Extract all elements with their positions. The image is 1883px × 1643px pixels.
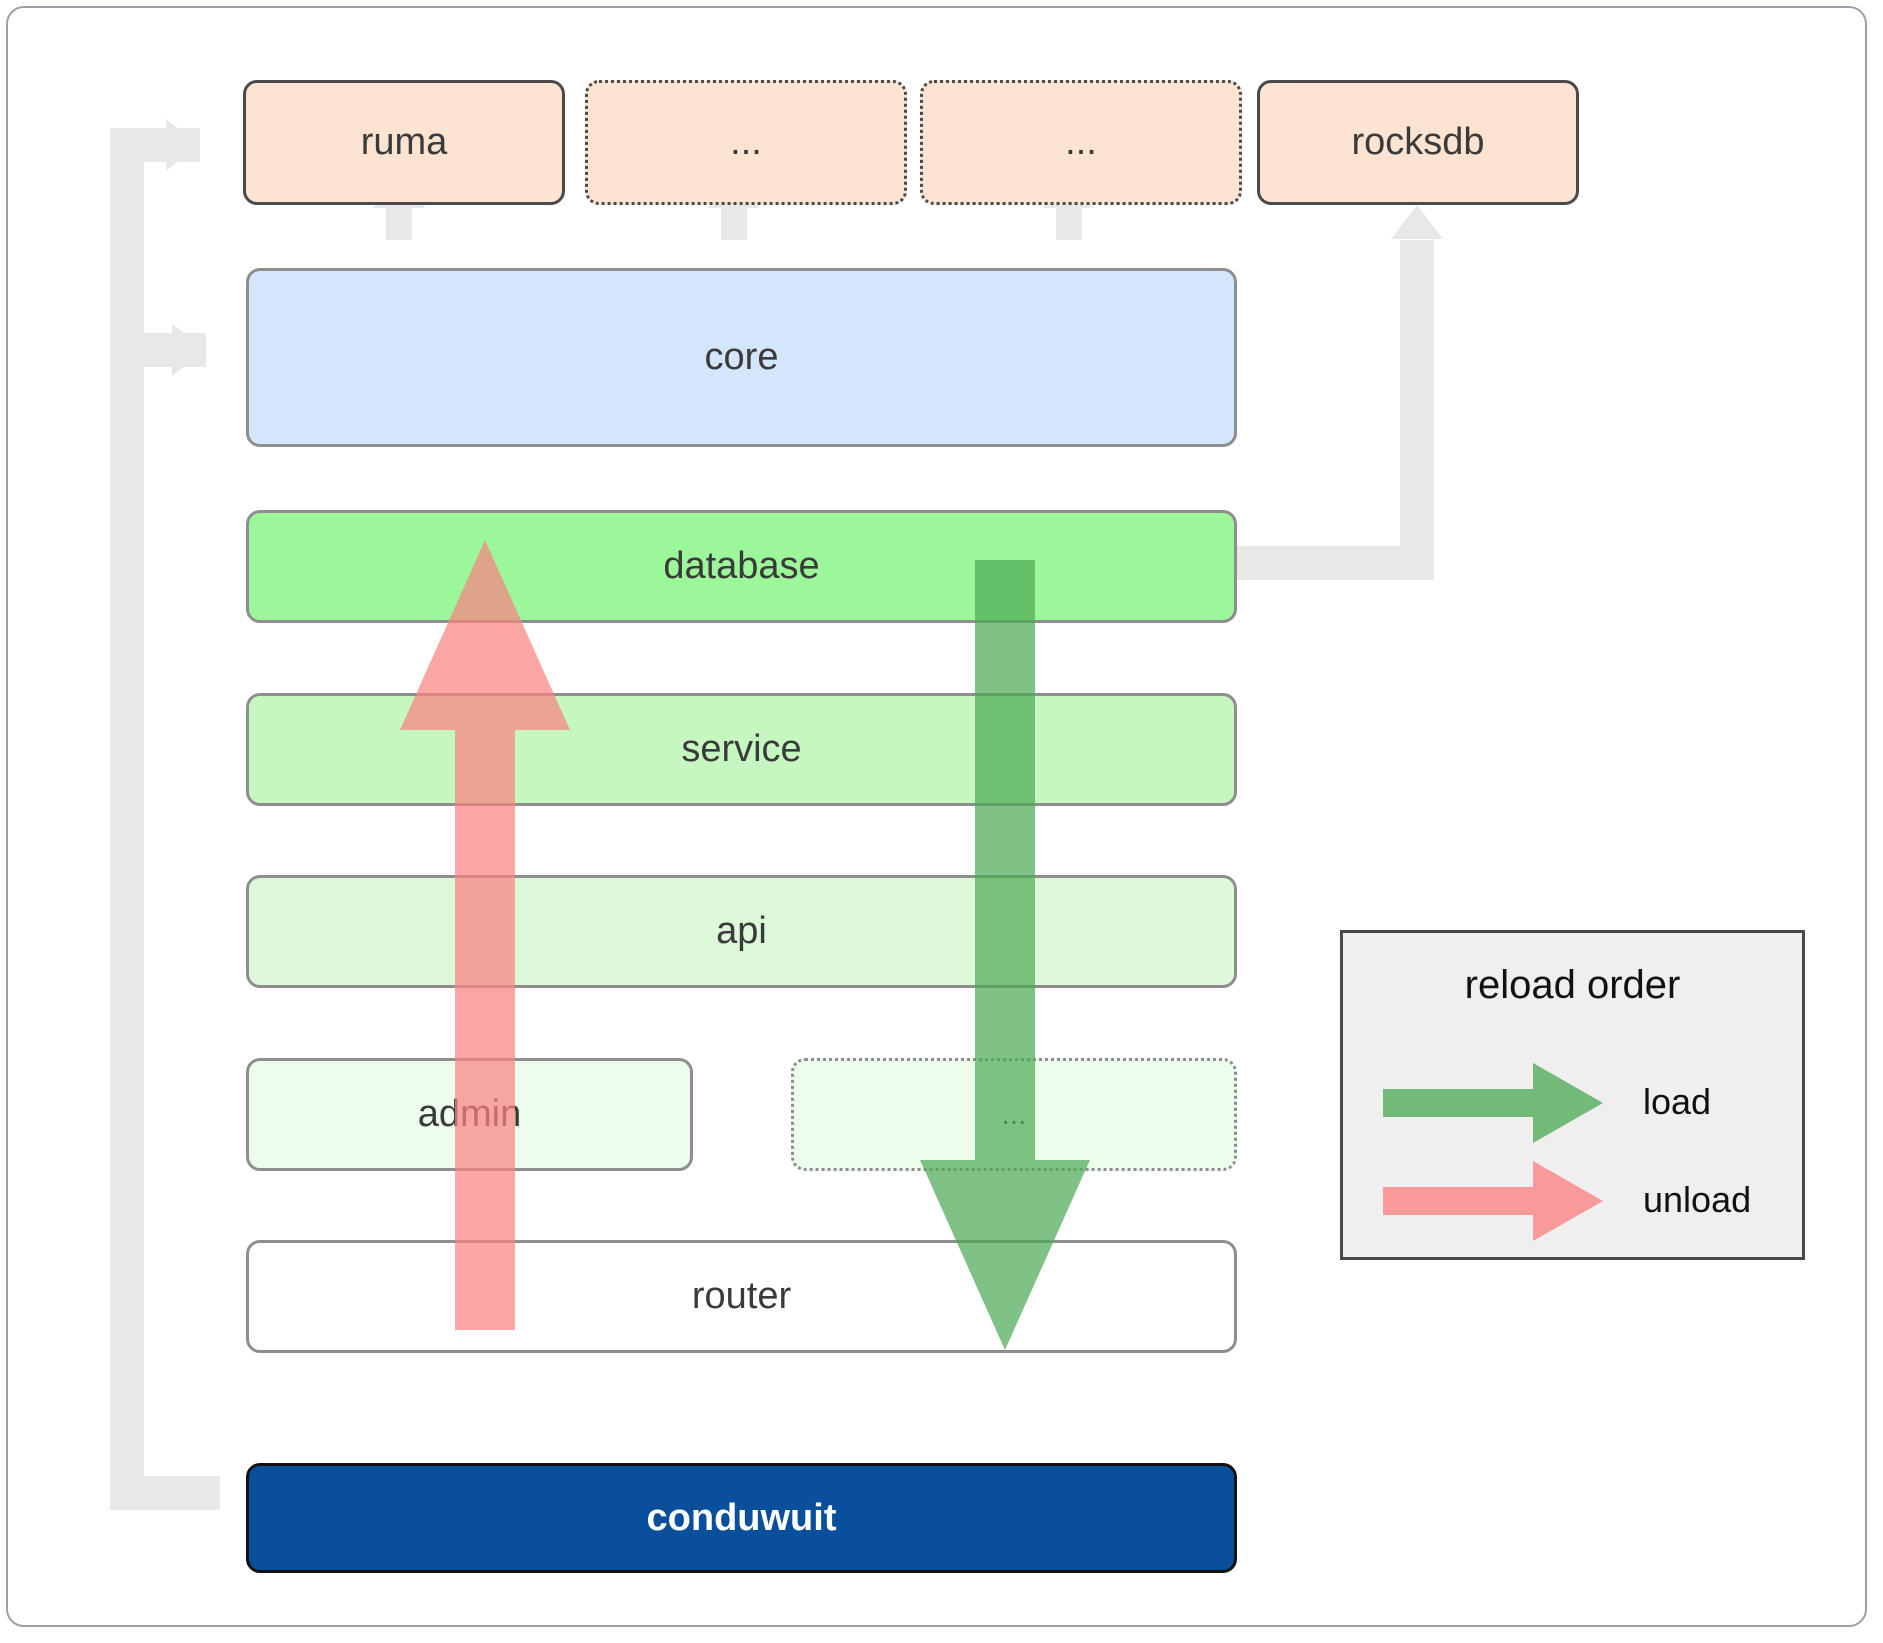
legend-title: reload order: [1464, 963, 1681, 1007]
rail-core-to-dots1: [721, 205, 747, 240]
core-box[interactable]: core: [246, 268, 1237, 447]
rail-arrowhead-core: [172, 324, 206, 376]
layer-label-service: service: [681, 728, 802, 770]
layer-label-api: api: [716, 910, 767, 952]
binary-label-conduwuit: conduwuit: [646, 1496, 837, 1539]
unload-flow-arrow: [400, 540, 570, 1330]
rail-arrowhead-ruma: [166, 119, 200, 171]
rail-database-to-rocksdb-horizontal: [1222, 546, 1417, 580]
legend-unload-arrow-icon: [1383, 1161, 1603, 1241]
legend-label-load: load: [1643, 1081, 1712, 1122]
binary-box-conduwuit[interactable]: conduwuit: [246, 1463, 1237, 1573]
dependency-label-ellipsis-1: ...: [730, 121, 762, 163]
dependency-label-rocksdb: rocksdb: [1351, 121, 1485, 163]
rail-spine-bottom: [110, 1476, 220, 1510]
rail-database-to-rocksdb-vertical: [1400, 240, 1434, 580]
legend-load-arrow-icon: [1383, 1063, 1603, 1143]
rail-core-to-ruma: [386, 205, 412, 240]
dependency-box-ruma[interactable]: ruma: [243, 80, 565, 205]
dependency-label-ruma: ruma: [360, 121, 448, 163]
load-flow-arrow: [920, 560, 1090, 1350]
legend-label-unload: unload: [1643, 1179, 1752, 1220]
rail-core-to-dots2: [1056, 205, 1082, 240]
dependency-box-rocksdb[interactable]: rocksdb: [1257, 80, 1579, 205]
dependency-label-ellipsis-2: ...: [1065, 121, 1097, 163]
dependency-box-ellipsis-2[interactable]: ...: [920, 80, 1242, 205]
layer-box-router[interactable]: router: [246, 1240, 1237, 1353]
rail-arrowhead-rocksdb: [1391, 205, 1443, 239]
legend-panel: reload order load unload: [1340, 930, 1805, 1260]
layer-label-router: router: [691, 1275, 792, 1317]
rail-spine-vertical: [110, 128, 144, 1510]
layer-label-database: database: [663, 545, 820, 587]
core-label: core: [704, 336, 779, 378]
dependency-box-ellipsis-1[interactable]: ...: [585, 80, 907, 205]
